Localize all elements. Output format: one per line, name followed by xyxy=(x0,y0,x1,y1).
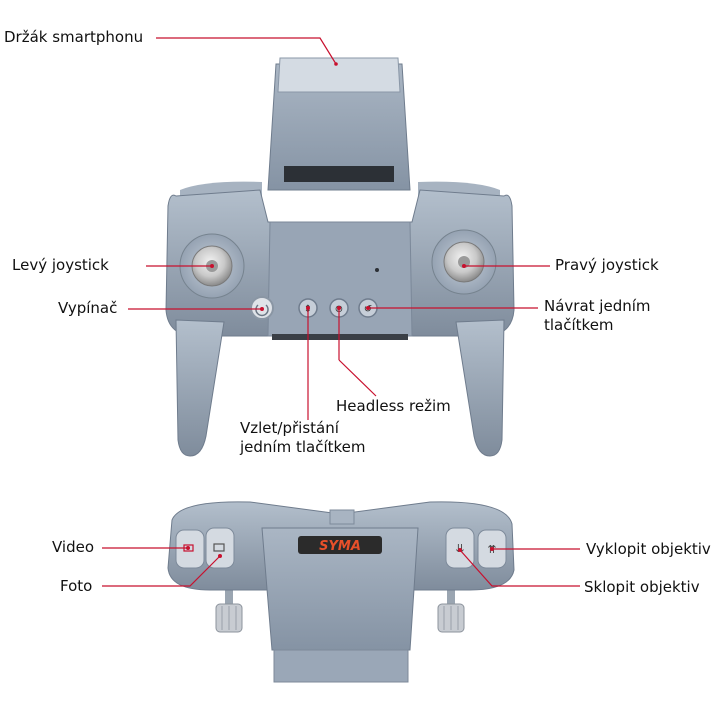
center-panel-shadow xyxy=(272,334,408,340)
right-grip xyxy=(455,319,505,457)
left-knob xyxy=(215,590,243,633)
label-right-joystick: Pravý joystick xyxy=(555,256,659,274)
syma-logo xyxy=(298,536,382,554)
rear-center-tab xyxy=(329,509,355,525)
phone-holder-lip xyxy=(277,57,401,93)
label-video: Video xyxy=(52,538,95,556)
label-power: Vypínač xyxy=(58,299,118,317)
label-return: Návrat jedním tlačítkem xyxy=(544,297,651,335)
label-tilt-down: Sklopit objektiv xyxy=(584,578,700,596)
leader-tilt-down xyxy=(459,549,580,587)
label-left-joystick: Levý joystick xyxy=(12,256,109,274)
phone-holder-rear-base xyxy=(273,649,409,683)
power-icon xyxy=(255,304,269,317)
photo-icon xyxy=(213,543,225,552)
controller-front-view: ⇕ ⊘ ↺ xyxy=(165,57,515,457)
indicator-led xyxy=(375,268,379,272)
photo-button[interactable] xyxy=(205,527,235,569)
label-return-line1: Návrat jedním xyxy=(544,297,651,315)
label-photo: Foto xyxy=(60,577,93,595)
video-button[interactable] xyxy=(175,529,205,569)
label-takeoff: Vzlet/přistání jedním tlačítkem xyxy=(240,419,366,457)
label-headless: Headless režim xyxy=(336,397,451,415)
right-joystick-cap xyxy=(458,256,470,268)
label-takeoff-line1: Vzlet/přistání xyxy=(240,419,339,437)
leader-phone-holder xyxy=(156,37,337,65)
left-grip xyxy=(175,319,225,457)
right-knob xyxy=(437,590,465,633)
phone-holder-slot xyxy=(284,166,394,182)
leader-lines xyxy=(102,37,580,587)
controller-rear-view: SYMA ⇊ ⇈ xyxy=(167,501,515,683)
label-phone-holder: Držák smartphonu xyxy=(4,28,144,46)
syma-logo-text: SYMA xyxy=(319,539,361,554)
label-return-line2: tlačítkem xyxy=(544,316,614,334)
phone-holder-rear xyxy=(261,527,419,651)
leader-photo xyxy=(102,555,221,587)
label-tilt-up: Vyklopit objektiv xyxy=(586,540,711,558)
center-panel xyxy=(267,221,413,337)
label-takeoff-line2: jedním tlačítkem xyxy=(240,438,366,456)
